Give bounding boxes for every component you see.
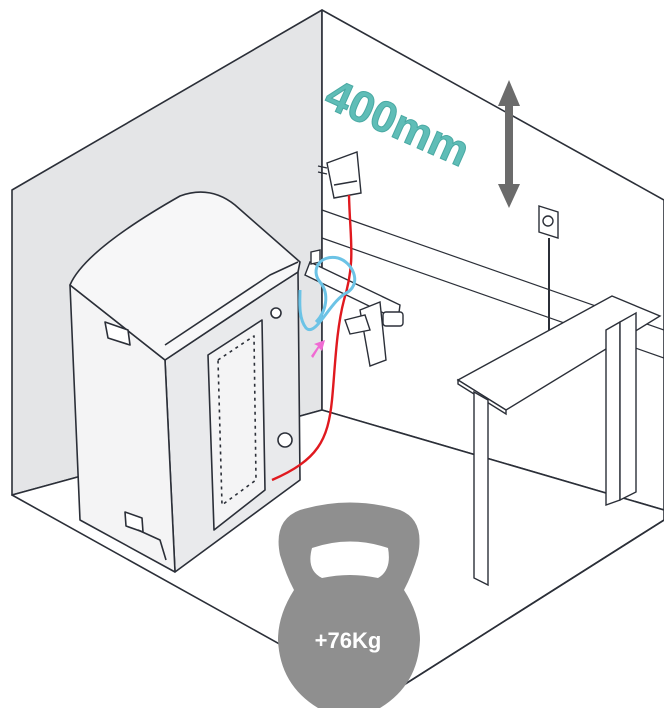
side-panel-inner bbox=[217, 335, 257, 506]
wall-adapter-icon bbox=[317, 151, 362, 199]
kettlebell-icon bbox=[278, 502, 420, 708]
valve-knob-2 bbox=[270, 307, 282, 319]
weight-label: +76Kg bbox=[314, 628, 382, 653]
side-panel bbox=[207, 319, 266, 531]
blue-hose bbox=[298, 255, 357, 332]
vertical-dimension-arrow bbox=[498, 80, 520, 208]
floor-right-edge bbox=[379, 519, 664, 701]
softener-unit bbox=[69, 191, 301, 573]
direction-arrow-icon bbox=[311, 340, 325, 358]
power-socket-icon bbox=[538, 205, 559, 330]
lid-edge bbox=[164, 261, 299, 346]
unit-lid bbox=[69, 191, 301, 361]
faucet-icon bbox=[304, 249, 404, 367]
front-handle bbox=[104, 321, 131, 346]
valve-knob bbox=[277, 432, 293, 448]
red-hose bbox=[271, 194, 353, 482]
base-foot bbox=[137, 529, 167, 561]
side-table bbox=[456, 295, 662, 587]
